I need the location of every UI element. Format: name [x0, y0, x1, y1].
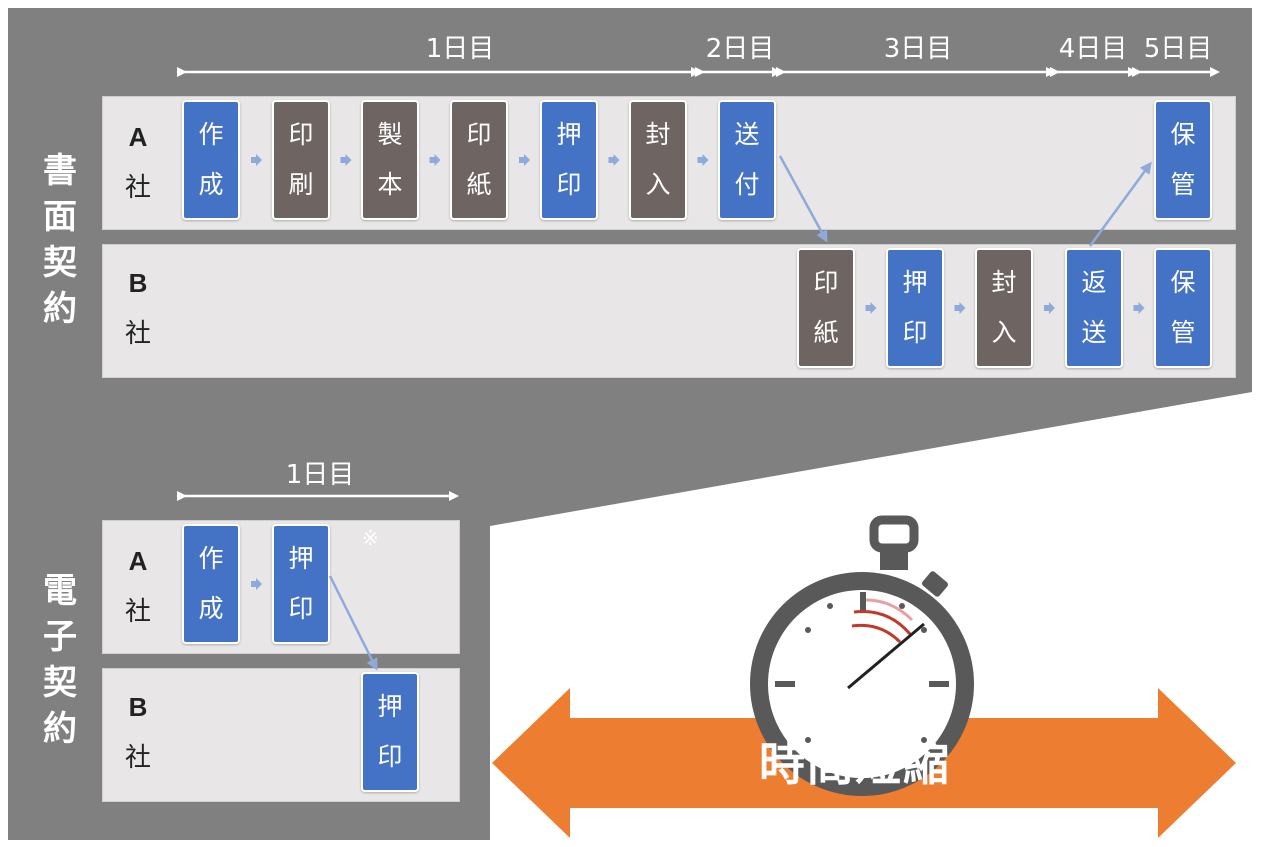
- day-label-5: 5日目: [1143, 34, 1213, 64]
- paper-a-step-1: 作成: [182, 100, 240, 220]
- electronic-contract-label: 電子契約: [43, 571, 77, 749]
- day-label-1: 1日目: [425, 34, 495, 64]
- day-label-3: 3日目: [883, 34, 953, 64]
- electronic-day-label: 1日目: [285, 460, 355, 490]
- paper-b-step-3: 封入: [975, 248, 1033, 368]
- day-label-4: 4日目: [1058, 34, 1128, 64]
- time-reduction-label: 時間短縮: [759, 737, 951, 791]
- paper-a-step-2: 印刷: [272, 100, 330, 220]
- paper-a-step-8: 保管: [1154, 100, 1212, 220]
- paper-b-step-5: 保管: [1154, 248, 1212, 368]
- stopwatch-icon: [750, 515, 974, 796]
- paper-b-step-1: 印紙: [797, 248, 855, 368]
- electronic-a-step-1: 作成: [182, 524, 240, 644]
- paper-a-step-3: 製本: [361, 100, 419, 220]
- paper-a-step-4: 印紙: [450, 100, 508, 220]
- day-label-2: 2日目: [705, 34, 775, 64]
- electronic-b-step-1: 押印: [361, 672, 419, 792]
- paper-contract-label: 書面契約: [43, 151, 77, 329]
- paper-a-step-5: 押印: [540, 100, 598, 220]
- electronic-a-step-2: 押印: [272, 524, 330, 644]
- paper-a-step-6: 封入: [629, 100, 687, 220]
- paper-b-step-4: 返送: [1065, 248, 1123, 368]
- note-mark: ※: [362, 526, 379, 550]
- paper-b-step-2: 押印: [886, 248, 944, 368]
- paper-a-step-7: 送付: [718, 100, 776, 220]
